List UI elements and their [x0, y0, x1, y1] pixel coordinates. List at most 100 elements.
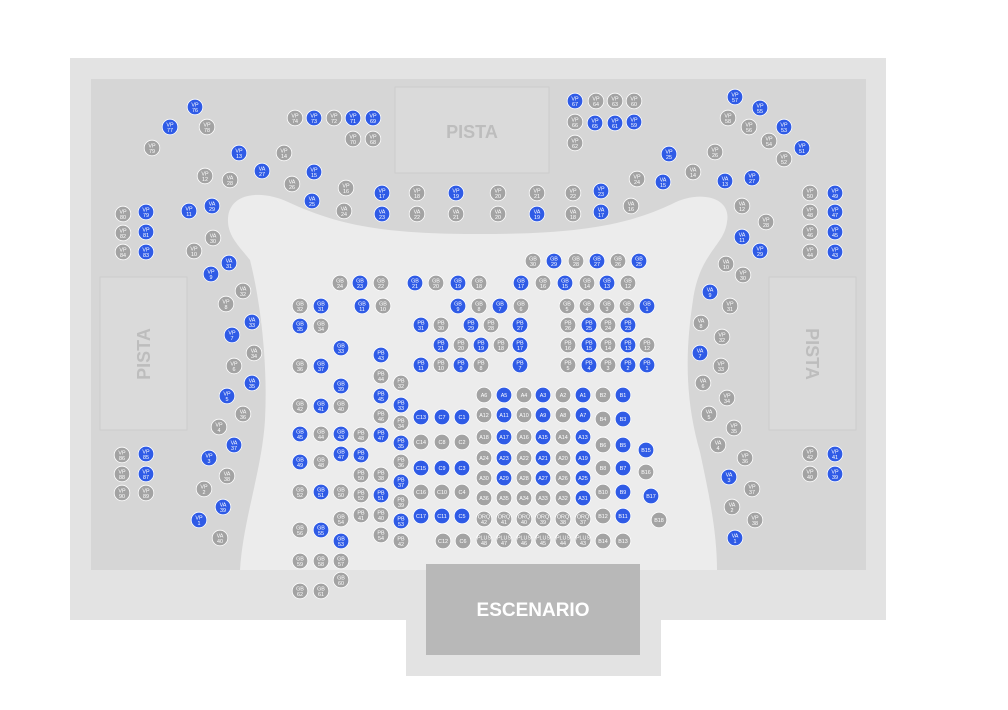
seat-circle[interactable]	[511, 356, 529, 374]
seat-circle[interactable]	[392, 493, 410, 511]
seat-circle[interactable]	[625, 113, 643, 131]
seat-circle[interactable]	[352, 506, 370, 524]
seat-gb-7[interactable]: GB7	[491, 297, 509, 315]
seat-circle[interactable]	[511, 336, 529, 354]
seat-circle[interactable]	[751, 99, 769, 117]
seat-va-1[interactable]: VA1	[726, 529, 744, 547]
seat-circle[interactable]	[578, 274, 596, 292]
seat-circle[interactable]	[303, 192, 321, 210]
seat-a25[interactable]: A25	[574, 469, 592, 487]
seat-circle[interactable]	[638, 297, 656, 315]
seat-circle[interactable]	[196, 167, 214, 185]
seat-circle[interactable]	[495, 531, 513, 549]
seat-circle[interactable]	[515, 469, 533, 487]
seat-circle[interactable]	[554, 489, 572, 507]
seat-circle[interactable]	[305, 163, 323, 181]
seat-pb-2[interactable]: PB2	[619, 356, 637, 374]
seat-circle[interactable]	[775, 118, 793, 136]
seat-circle[interactable]	[335, 202, 353, 220]
seat-circle[interactable]	[619, 336, 637, 354]
seat-a34[interactable]: A34	[515, 489, 533, 507]
seat-circle[interactable]	[475, 489, 493, 507]
seat-a36[interactable]: A36	[475, 489, 493, 507]
seat-circle[interactable]	[580, 316, 598, 334]
seat-circle[interactable]	[392, 453, 410, 471]
seat-a12[interactable]: A12	[475, 406, 493, 424]
seat-circle[interactable]	[594, 532, 612, 550]
seat-circle[interactable]	[475, 428, 493, 446]
seat-a4[interactable]: A4	[515, 386, 533, 404]
seat-gb-9[interactable]: GB9	[449, 297, 467, 315]
seat-circle[interactable]	[515, 510, 533, 528]
seat-circle[interactable]	[801, 465, 819, 483]
seat-circle[interactable]	[433, 459, 451, 477]
seat-a28[interactable]: A28	[515, 469, 533, 487]
seat-circle[interactable]	[344, 130, 362, 148]
seat-circle[interactable]	[614, 507, 632, 525]
seat-circle[interactable]	[746, 511, 764, 529]
seat-circle[interactable]	[733, 228, 751, 246]
seat-circle[interactable]	[312, 521, 330, 539]
seat-c15[interactable]: C15	[412, 459, 430, 477]
seat-circle[interactable]	[512, 297, 530, 315]
seat-circle[interactable]	[374, 297, 392, 315]
seat-circle[interactable]	[291, 425, 309, 443]
seat-circle[interactable]	[554, 510, 572, 528]
seat-circle[interactable]	[353, 297, 371, 315]
seat-c5[interactable]: C5	[453, 507, 471, 525]
seat-va-4[interactable]: VA4	[709, 436, 727, 454]
seat-circle[interactable]	[291, 357, 309, 375]
seat-circle[interactable]	[760, 132, 778, 150]
seat-circle[interactable]	[736, 449, 754, 467]
seat-circle[interactable]	[719, 109, 737, 127]
seat-circle[interactable]	[554, 406, 572, 424]
seat-circle[interactable]	[392, 414, 410, 432]
seat-circle[interactable]	[449, 297, 467, 315]
seat-circle[interactable]	[740, 118, 758, 136]
seat-b3[interactable]: B3	[614, 410, 632, 428]
seat-circle[interactable]	[528, 184, 546, 202]
seat-circle[interactable]	[619, 316, 637, 334]
seat-vp-4[interactable]: VP4	[210, 418, 228, 436]
seat-circle[interactable]	[720, 468, 738, 486]
seat-b10[interactable]: B10	[594, 483, 612, 501]
seat-circle[interactable]	[801, 445, 819, 463]
seat-circle[interactable]	[554, 428, 572, 446]
seat-circle[interactable]	[291, 582, 309, 600]
seat-circle[interactable]	[433, 483, 451, 501]
seat-a7[interactable]: A7	[574, 406, 592, 424]
seat-circle[interactable]	[574, 428, 592, 446]
seat-circle[interactable]	[564, 205, 582, 223]
